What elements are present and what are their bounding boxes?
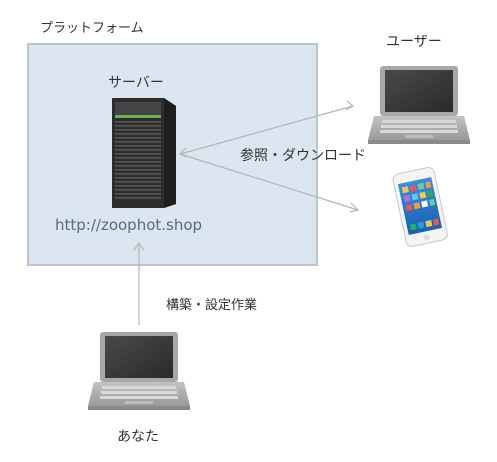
users-label: ユーザー <box>386 34 442 50</box>
access-label: 参照・ダウンロード <box>240 148 366 164</box>
smartphone-icon <box>392 167 448 247</box>
your-laptop-icon <box>88 332 190 410</box>
arrow-you-to-server <box>133 241 145 325</box>
server-label: サーバー <box>108 75 164 91</box>
platform-label: プラットフォーム <box>40 21 144 36</box>
arrow-server-to-laptop <box>178 100 355 158</box>
build-label: 構築・設定作業 <box>166 298 258 313</box>
user-laptop-icon <box>368 66 470 144</box>
server-tower-icon <box>112 98 176 208</box>
server-url: http://zoophot.shop <box>55 216 203 234</box>
you-label: あなた <box>117 429 159 445</box>
arrow-server-to-phone <box>179 153 360 213</box>
